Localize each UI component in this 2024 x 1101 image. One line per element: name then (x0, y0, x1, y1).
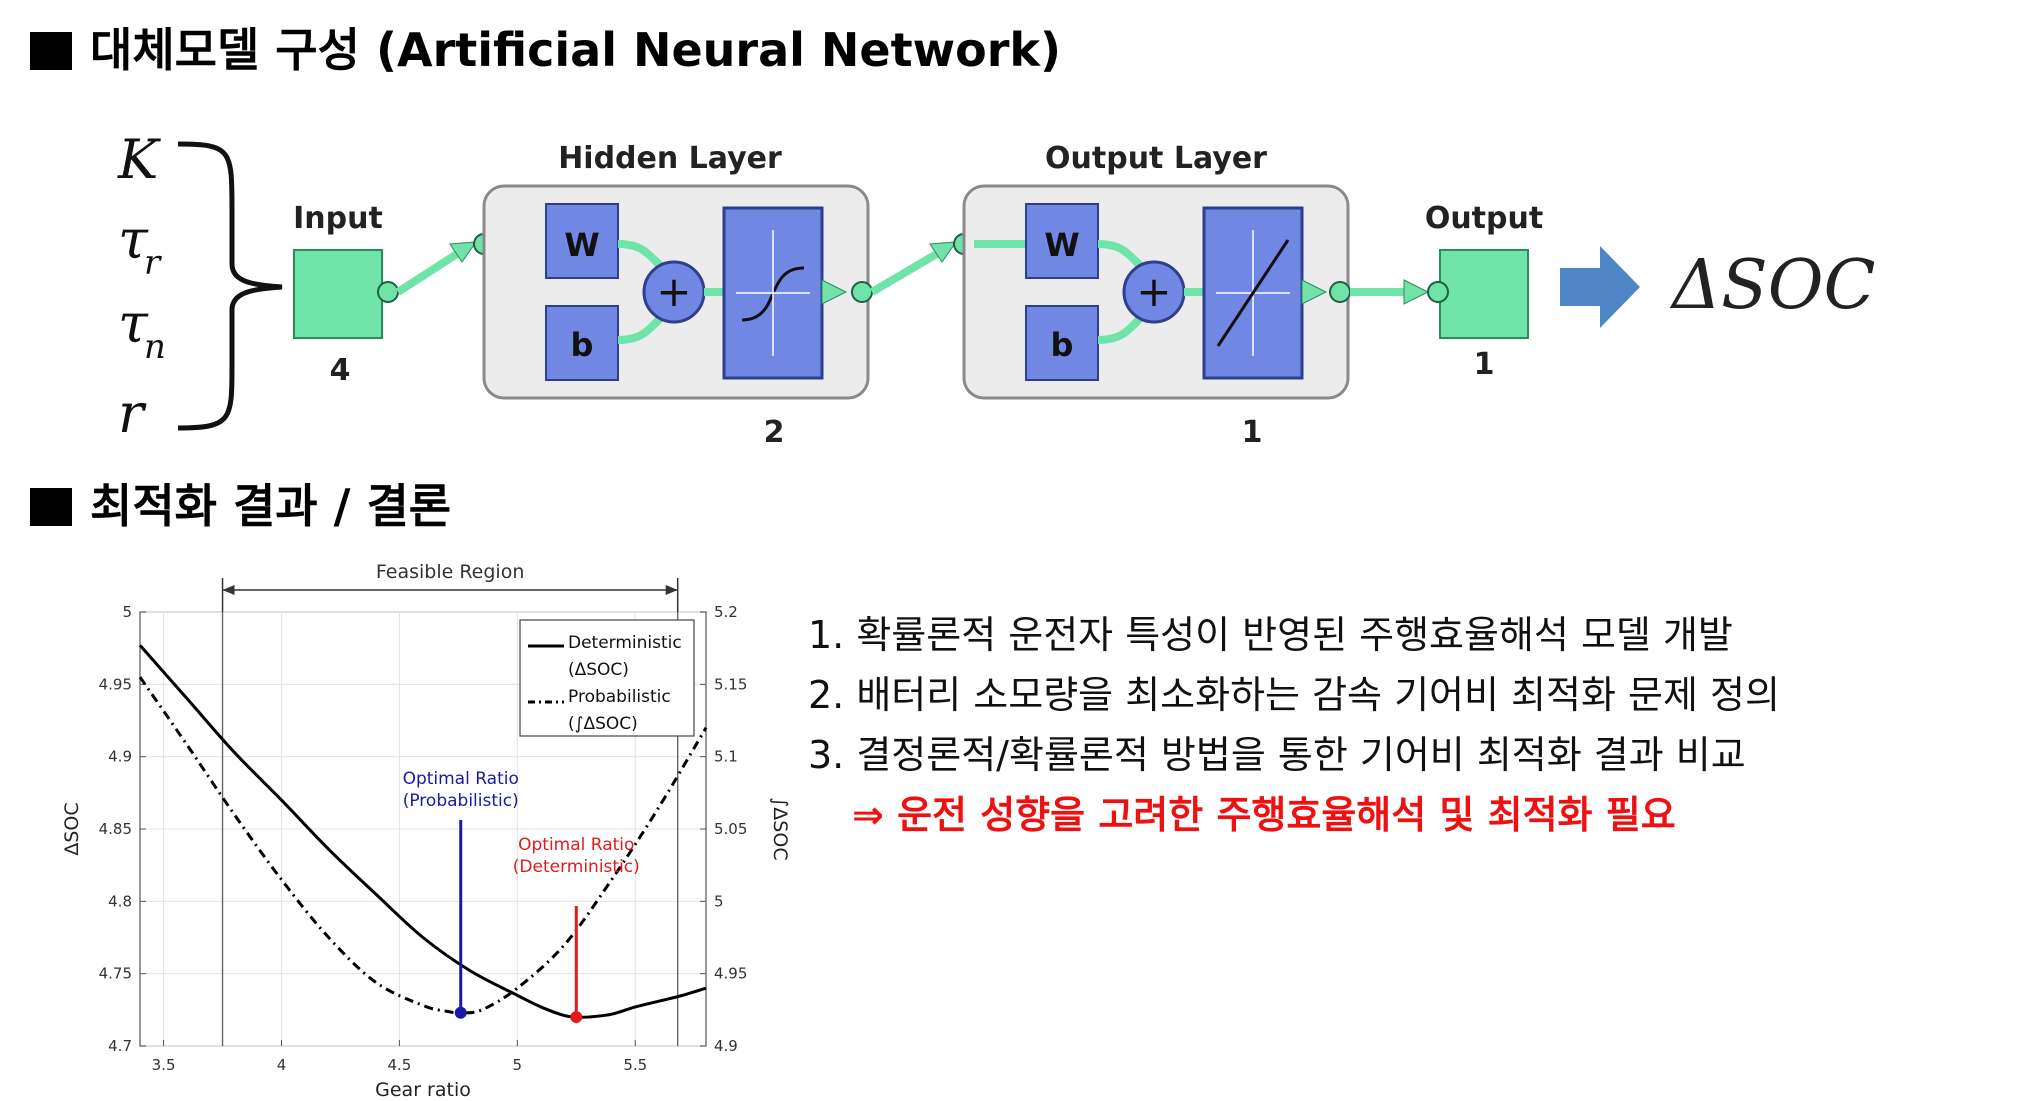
result-delta-soc: ΔSOC (1669, 246, 1875, 325)
hidden-weight-label: W (564, 226, 599, 264)
y-right-tick-label: 5 (714, 892, 724, 910)
arrowhead-icon (1403, 279, 1430, 305)
hidden-weight-block (545, 203, 619, 279)
x-tick-label: 4.5 (387, 1056, 411, 1074)
legend-entry-deterministic: Deterministic (568, 633, 682, 653)
output-bias-label: b (1051, 326, 1074, 364)
conclusion-item-1: 1. 확률론적 운전자 특성이 반영된 주행효율해석 모델 개발 (808, 613, 1733, 657)
y-right-tick-label: 5.15 (714, 675, 747, 693)
output-block (1439, 249, 1529, 339)
section-heading-surrogate-model: 대체모델 구성 (Artificial Neural Network) (30, 22, 1061, 78)
y-axis-right-label: ∫ΔSOC (769, 797, 791, 860)
input-subscript-r: r (144, 243, 162, 283)
feasible-region-label: Feasible Region (376, 561, 525, 583)
hidden-count: 2 (764, 415, 785, 450)
input-symbol-r: r (118, 382, 147, 445)
bullet-square-icon (30, 488, 72, 526)
deterministic-series-line (138, 644, 707, 1019)
x-tick-label: 5.5 (623, 1056, 647, 1074)
optimal-ratio-probabilistic-label: Optimal Ratio (403, 769, 519, 789)
x-tick-label: 5 (513, 1056, 523, 1074)
input-brace (177, 141, 283, 431)
input-symbol-k: K (117, 128, 161, 191)
arrowhead-icon (449, 241, 478, 263)
y-right-tick-label: 5.05 (714, 820, 747, 838)
result-arrow-icon (1560, 246, 1640, 328)
plus-icon: + (1136, 267, 1171, 316)
input-symbol-tau-r: τ (118, 208, 149, 271)
legend-box (519, 619, 695, 737)
y-left-tick-label: 4.8 (108, 892, 132, 910)
input-subscript-n: n (144, 327, 166, 367)
output-block-label: Output (1425, 201, 1543, 236)
chart-legend: Deterministic (ΔSOC) Probabilistic (∫ΔSO… (519, 619, 695, 737)
y-left-tick-label: 5 (122, 603, 132, 621)
output-weight-label: W (1044, 226, 1079, 264)
legend-entry-integral-delta-soc: (∫ΔSOC) (568, 714, 638, 734)
input-symbol-tau-n: τ (118, 292, 149, 355)
feasible-region: Feasible Region (221, 561, 679, 612)
arrowhead-icon (821, 279, 848, 305)
y-left-tick-label: 4.85 (99, 820, 132, 838)
section-heading-optimization-results: 최적화 결과 / 결론 (30, 478, 451, 534)
x-tick-label: 3.5 (152, 1056, 176, 1074)
y-left-tick-label: 4.75 (99, 965, 132, 983)
ann-diagram: K τ r τ n r Input 4 Hidden Layer W b + 2… (117, 128, 1875, 450)
conclusion-item-3: 3. 결정론적/확률론적 방법을 통한 기어비 최적화 결과 비교 (808, 733, 1746, 777)
input-block-label: Input (293, 201, 383, 236)
probabilistic-series-line (138, 676, 708, 1015)
output-weight-block (1025, 203, 1099, 279)
plus-icon: + (656, 267, 691, 316)
conclusion-item-2: 2. 배터리 소모량을 최소화하는 감속 기어비 최적화 문제 정의 (808, 673, 1780, 717)
y-axis-left-label: ΔSOC (61, 802, 83, 855)
input-count: 4 (330, 353, 351, 388)
x-tick-label: 4 (277, 1056, 287, 1074)
output-layer-label: Output Layer (1045, 141, 1267, 176)
legend-entry-probabilistic: Probabilistic (568, 687, 671, 707)
output-count: 1 (1474, 347, 1495, 382)
optimal-ratio-probabilistic-point (454, 1006, 467, 1019)
y-right-tick-label: 5.1 (714, 748, 738, 766)
output-layer-count: 1 (1242, 415, 1263, 450)
y-right-tick-label: 5.2 (714, 603, 738, 621)
input-link (395, 248, 463, 296)
arrowhead-icon (1301, 279, 1328, 305)
section-title: 최적화 결과 / 결론 (90, 479, 452, 533)
y-left-tick-label: 4.95 (99, 675, 132, 693)
bullet-square-icon (30, 32, 72, 70)
hidden-layer-label: Hidden Layer (558, 141, 782, 176)
optimal-ratio-probabilistic-sublabel: (Probabilistic) (403, 791, 519, 811)
conclusion-highlight: ⇒ 운전 성향을 고려한 주행효율해석 및 최적화 필요 (852, 793, 1676, 837)
output-block-node (1427, 281, 1449, 303)
optimal-ratio-deterministic-point (570, 1011, 583, 1024)
arrowhead-icon (929, 241, 958, 263)
x-axis-label: Gear ratio (375, 1079, 471, 1101)
optimal-ratio-deterministic-sublabel: (Deterministic) (513, 857, 640, 877)
y-right-tick-label: 4.9 (714, 1037, 738, 1055)
optimal-ratio-deterministic-label: Optimal Ratio (518, 835, 634, 855)
y-right-tick-label: 4.95 (714, 965, 747, 983)
hidden-bias-label: b (571, 326, 594, 364)
y-left-tick-label: 4.7 (108, 1037, 132, 1055)
linear-icon (1216, 239, 1290, 347)
y-left-tick-label: 4.9 (108, 748, 132, 766)
legend-entry-delta-soc: (ΔSOC) (568, 660, 629, 680)
section-title: 대체모델 구성 (Artificial Neural Network) (90, 23, 1062, 77)
